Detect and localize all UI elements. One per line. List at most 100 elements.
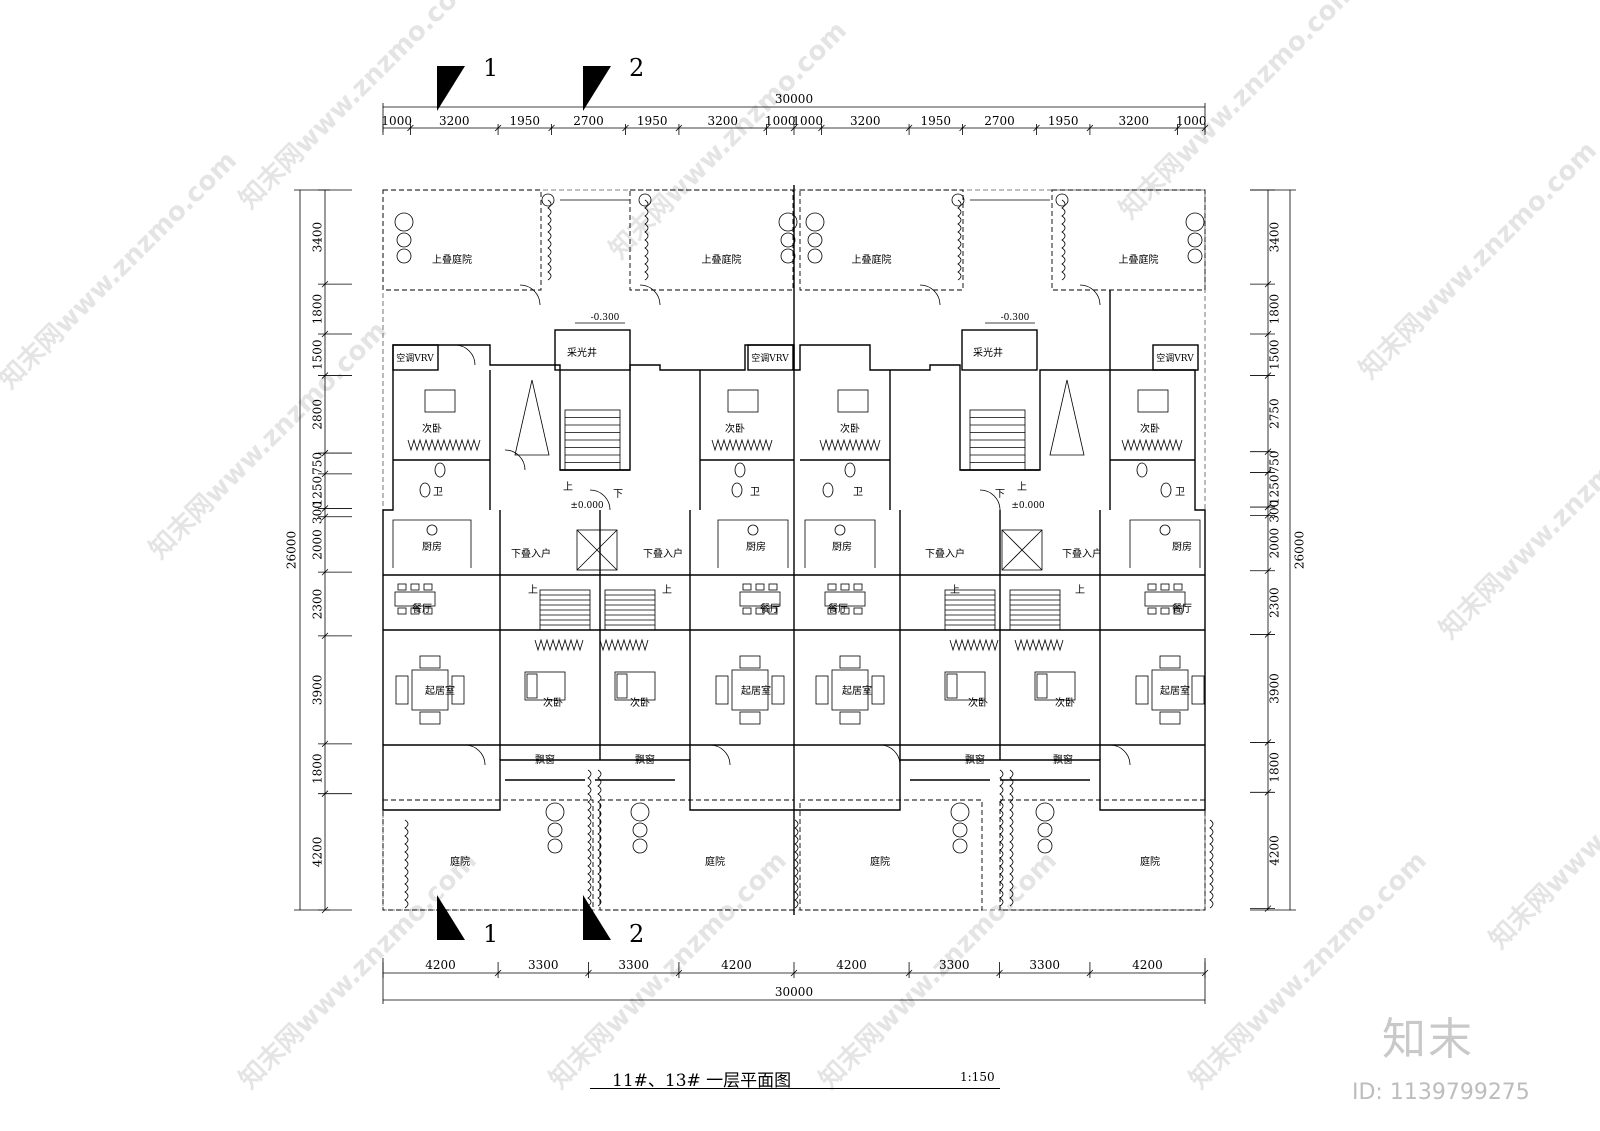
dim-slash [1201,124,1209,132]
dim-slash [1264,280,1272,288]
chair [1147,607,1157,615]
planter [780,248,796,264]
dim-label: 3300 [528,958,559,972]
bed-pillow [946,673,958,699]
bed [524,671,566,701]
room-label: 卫 [853,487,863,498]
watermark-text: 知末网www.znzmo.com [1114,0,1363,225]
door-swing [589,489,611,511]
label-lightwell: 采光井 [973,346,1003,359]
planter [778,212,798,232]
section-marker-bracket [583,66,611,111]
dim-slash [790,969,798,977]
dim-slash [1264,905,1272,912]
room-label: 次卧 [725,422,745,435]
dining-table [824,591,866,607]
room-label: 下 [995,489,1005,500]
bed [614,671,656,701]
sink [834,524,846,536]
dim-label: 1500 [311,339,325,370]
dim-slash [1174,124,1181,132]
kitchen-counter [392,519,472,568]
hedge [1009,769,1014,907]
watermark-text: 知末网www.znzmo.com [1484,706,1600,955]
dim-slash [675,124,683,132]
dim-label: 4200 [1268,835,1282,866]
living-table [731,669,769,711]
elevator-x [576,529,618,571]
kitchen-counter [1129,519,1201,568]
room-label: 次卧 [1055,696,1075,709]
planter [632,838,648,854]
dim-label: 2800 [311,399,325,430]
upper-courtyard-outline [1051,189,1206,291]
dim-label: 1000 [792,114,823,128]
section-marker-label: 2 [629,54,644,82]
room-label: 卫 [433,487,443,498]
hedge [1209,819,1214,909]
dim-slash [321,372,329,379]
sofa [871,675,885,705]
room-label: 次卧 [1140,422,1160,435]
dim-slash [1264,372,1272,379]
title-underline [590,1088,1000,1089]
door-swing [519,284,541,306]
section-marker-label: 1 [483,54,498,82]
dim-total-left: 26000 [285,531,299,569]
toilet [1136,462,1148,478]
label-ground-elevation: ±0.000 [1011,501,1045,511]
dim-slash [763,124,770,132]
room-label: 厨房 [1172,540,1192,553]
wardrobe-zigzag [949,638,999,652]
planter [1035,802,1055,822]
hedge [1061,199,1066,281]
hedge [587,769,592,907]
wardrobe-zigzag [819,438,881,452]
dim-label: 1000 [765,114,796,128]
sofa [395,675,409,705]
bed [944,671,986,701]
dim-label: 1950 [1048,114,1079,128]
chair [755,583,765,591]
room-label: 餐厅 [1172,602,1192,615]
toilet [434,462,446,478]
dim-label: 3400 [311,222,325,253]
room-label: 起居室 [842,684,872,697]
label-courtyard: 庭院 [450,855,470,868]
armchair [739,655,761,669]
chair [397,583,407,591]
dim-label: 2300 [311,589,325,620]
armchair [839,711,861,725]
bed-small [1137,389,1169,413]
elevator-shaft [1001,529,1043,571]
planter [1187,248,1203,264]
label-elevation: -0.300 [1001,313,1030,323]
dim-label: 3200 [1118,114,1149,128]
chair [423,583,433,591]
courtyard-outline [999,799,1206,911]
door-swing [1079,284,1101,306]
chair [768,583,778,591]
upper-courtyard-outline [382,189,542,291]
ramp-triangle [1049,379,1085,456]
planter [1187,232,1203,248]
dining-table [394,591,436,607]
dim-label: 3300 [939,958,970,972]
hedge [957,199,962,281]
room-label: 下 [613,489,623,500]
planter [952,822,968,838]
planter [1037,838,1053,854]
watermark-text: 知末网www.znzmo.com [544,846,793,1095]
watermark-text: 知末网www.znzmo.com [1354,136,1600,385]
dim-slash [1264,469,1272,476]
shrub [638,193,652,207]
room-label: 餐厅 [760,602,780,615]
wardrobe-zigzag [599,638,649,652]
courtyard-outline [799,799,983,911]
room-label: 上 [950,584,960,596]
door-swing [454,344,476,366]
room-label: 上 [1075,584,1085,596]
living-table [1151,669,1189,711]
room-label: 上 [662,584,672,596]
dim-label: 1950 [921,114,952,128]
